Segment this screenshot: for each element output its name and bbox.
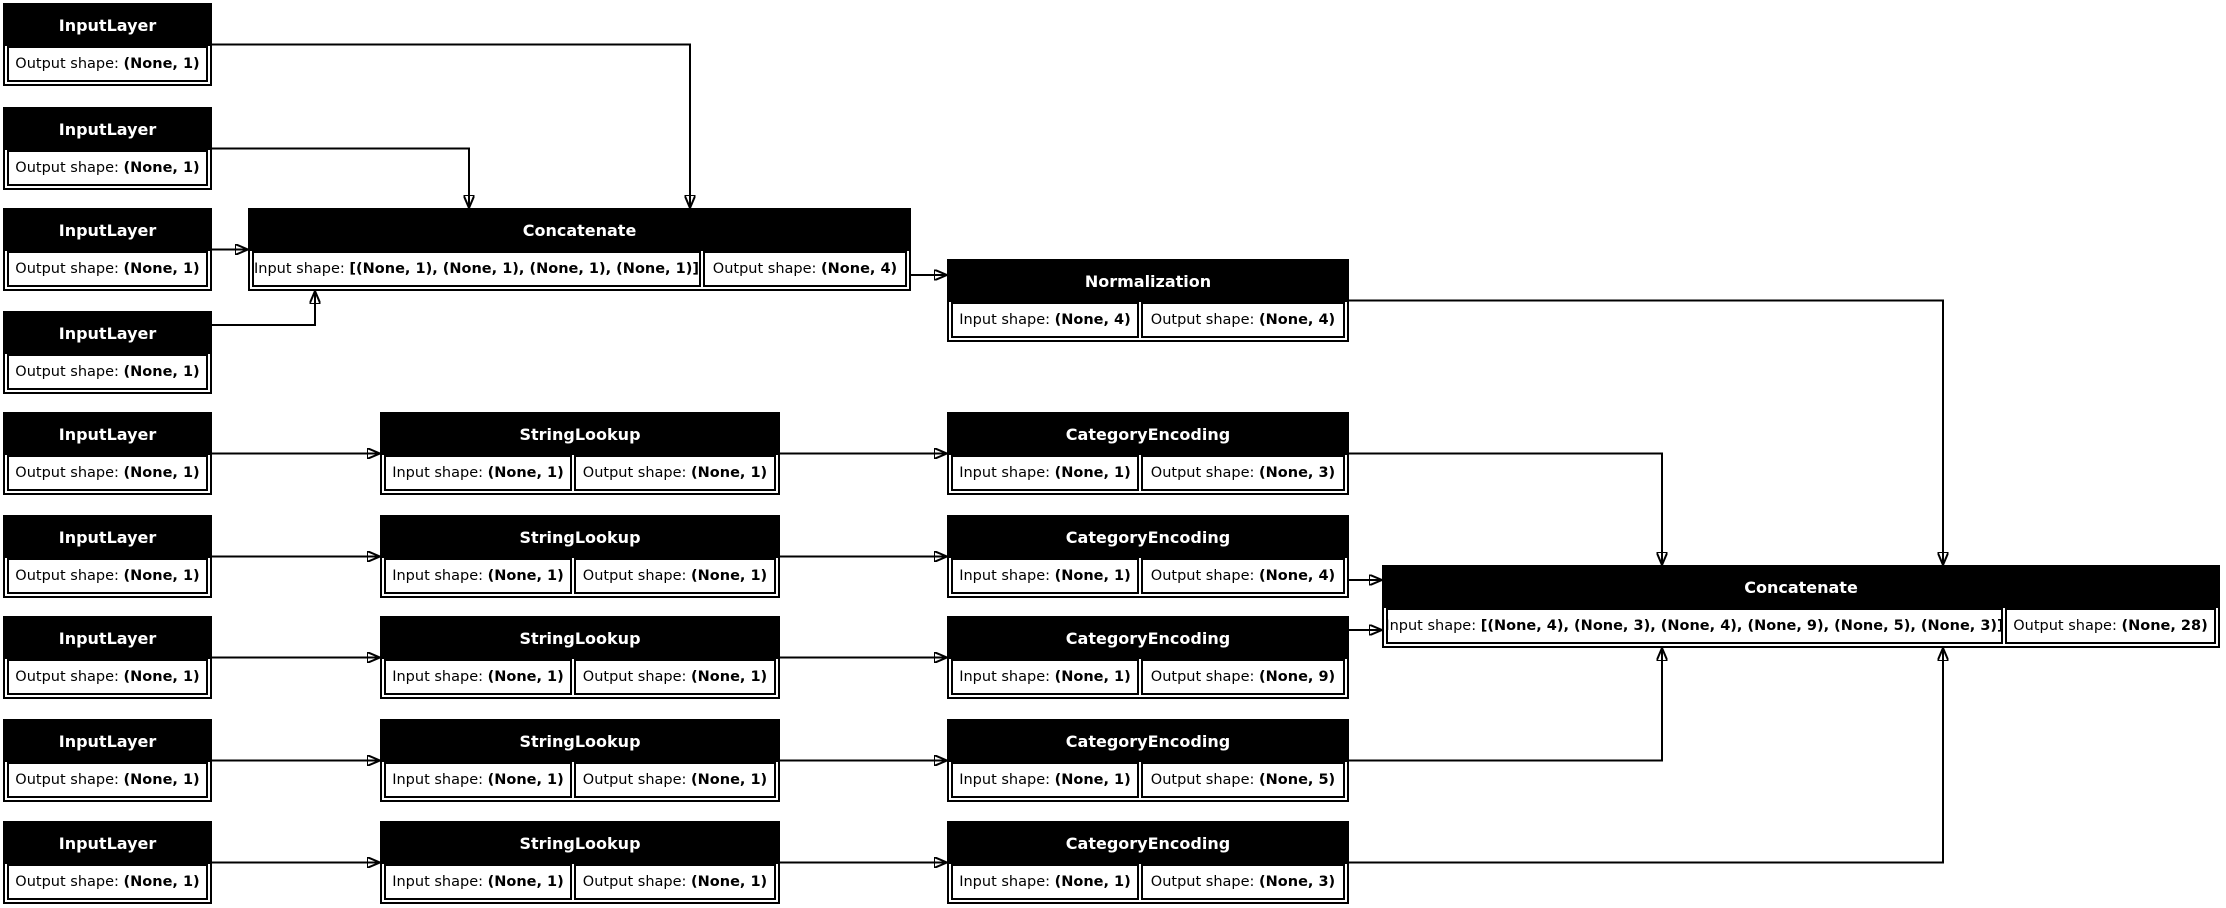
node-input-layer-3: InputLayer Output shape: (None, 1) [3, 208, 212, 291]
node-string-lookup-5: StringLookup Input shape: (None, 1) Outp… [380, 821, 780, 904]
output-shape-cell: Output shape: (None, 1) [7, 354, 208, 390]
node-concatenate-1: Concatenate Input shape: [(None, 1), (No… [248, 208, 911, 291]
node-category-encoding-1: CategoryEncoding Input shape: (None, 1) … [947, 412, 1349, 495]
node-input-layer-1: InputLayer Output shape: (None, 1) [3, 3, 212, 86]
node-title: InputLayer [5, 517, 210, 558]
node-title: InputLayer [5, 618, 210, 659]
edge-input1-concat1 [212, 43, 690, 209]
output-shape-cell: Output shape: (None, 1) [7, 864, 208, 900]
input-shape-cell: Input shape: (None, 1) [951, 558, 1139, 594]
output-shape-cell: Output shape: (None, 5) [1141, 762, 1345, 798]
output-shape-cell: Output shape: (None, 3) [1141, 455, 1345, 491]
node-normalization: Normalization Input shape: (None, 4) Out… [947, 259, 1349, 342]
input-shape-cell: Input shape: (None, 1) [951, 864, 1139, 900]
node-title: InputLayer [5, 109, 210, 150]
node-category-encoding-3: CategoryEncoding Input shape: (None, 1) … [947, 616, 1349, 699]
node-title: Concatenate [1384, 567, 2218, 608]
input-shape-cell: Input shape: (None, 1) [384, 659, 572, 695]
output-shape-cell: Output shape: (None, 28) [2005, 608, 2216, 644]
output-shape-cell: Output shape: (None, 1) [574, 455, 776, 491]
node-string-lookup-2: StringLookup Input shape: (None, 1) Outp… [380, 515, 780, 598]
output-shape-cell: Output shape: (None, 1) [574, 659, 776, 695]
input-shape-cell: Input shape: (None, 1) [951, 659, 1139, 695]
node-input-layer-6: InputLayer Output shape: (None, 1) [3, 515, 212, 598]
node-title: InputLayer [5, 5, 210, 46]
node-string-lookup-1: StringLookup Input shape: (None, 1) Outp… [380, 412, 780, 495]
input-shape-cell: Input shape: (None, 1) [384, 455, 572, 491]
node-title: CategoryEncoding [949, 414, 1347, 455]
node-concatenate-2: Concatenate Input shape: [(None, 4), (No… [1382, 565, 2220, 648]
node-category-encoding-4: CategoryEncoding Input shape: (None, 1) … [947, 719, 1349, 802]
node-input-layer-8: InputLayer Output shape: (None, 1) [3, 719, 212, 802]
node-title: Concatenate [250, 210, 909, 251]
output-shape-cell: Output shape: (None, 1) [574, 558, 776, 594]
node-input-layer-9: InputLayer Output shape: (None, 1) [3, 821, 212, 904]
output-shape-cell: Output shape: (None, 1) [7, 150, 208, 186]
output-shape-cell: Output shape: (None, 1) [574, 864, 776, 900]
output-shape-cell: Output shape: (None, 1) [7, 251, 208, 287]
input-shape-cell: Input shape: (None, 1) [384, 558, 572, 594]
node-title: CategoryEncoding [949, 517, 1347, 558]
node-title: StringLookup [382, 517, 778, 558]
output-shape-cell: Output shape: (None, 1) [7, 46, 208, 82]
output-shape-cell: Output shape: (None, 4) [703, 251, 907, 287]
output-shape-cell: Output shape: (None, 1) [574, 762, 776, 798]
output-shape-cell: Output shape: (None, 1) [7, 558, 208, 594]
node-title: InputLayer [5, 414, 210, 455]
node-category-encoding-2: CategoryEncoding Input shape: (None, 1) … [947, 515, 1349, 598]
output-shape-cell: Output shape: (None, 3) [1141, 864, 1345, 900]
input-shape-cell: Input shape: [(None, 1), (None, 1), (Non… [252, 251, 701, 287]
node-title: InputLayer [5, 823, 210, 864]
output-shape-cell: Output shape: (None, 1) [7, 659, 208, 695]
edge-encode5-concat2 [1349, 648, 1943, 864]
output-shape-cell: Output shape: (None, 1) [7, 455, 208, 491]
output-shape-cell: Output shape: (None, 4) [1141, 558, 1345, 594]
input-shape-cell: Input shape: (None, 1) [951, 762, 1139, 798]
input-shape-cell: Input shape: (None, 1) [384, 762, 572, 798]
output-shape-cell: Output shape: (None, 1) [7, 762, 208, 798]
input-shape-cell: Input shape: (None, 1) [384, 864, 572, 900]
output-shape-cell: Output shape: (None, 9) [1141, 659, 1345, 695]
input-shape-cell: Input shape: (None, 4) [951, 302, 1139, 338]
input-shape-cell: Input shape: [(None, 4), (None, 3), (Non… [1386, 608, 2003, 644]
output-shape-cell: Output shape: (None, 4) [1141, 302, 1345, 338]
node-title: StringLookup [382, 414, 778, 455]
node-title: CategoryEncoding [949, 618, 1347, 659]
node-title: CategoryEncoding [949, 721, 1347, 762]
node-title: Normalization [949, 261, 1347, 302]
edge-norm-concat2 [1349, 299, 1943, 566]
edge-encode4-concat2 [1349, 648, 1662, 762]
node-title: CategoryEncoding [949, 823, 1347, 864]
node-category-encoding-5: CategoryEncoding Input shape: (None, 1) … [947, 821, 1349, 904]
node-input-layer-5: InputLayer Output shape: (None, 1) [3, 412, 212, 495]
node-title: StringLookup [382, 618, 778, 659]
node-input-layer-4: InputLayer Output shape: (None, 1) [3, 311, 212, 394]
node-string-lookup-3: StringLookup Input shape: (None, 1) Outp… [380, 616, 780, 699]
edge-encode1-concat2 [1349, 452, 1662, 566]
node-title: StringLookup [382, 721, 778, 762]
node-title: InputLayer [5, 210, 210, 251]
node-input-layer-7: InputLayer Output shape: (None, 1) [3, 616, 212, 699]
node-title: InputLayer [5, 313, 210, 354]
node-input-layer-2: InputLayer Output shape: (None, 1) [3, 107, 212, 190]
edge-input2-concat1 [212, 147, 469, 209]
node-title: StringLookup [382, 823, 778, 864]
node-title: InputLayer [5, 721, 210, 762]
edge-input4-concat1 [212, 291, 315, 326]
node-string-lookup-4: StringLookup Input shape: (None, 1) Outp… [380, 719, 780, 802]
input-shape-cell: Input shape: (None, 1) [951, 455, 1139, 491]
